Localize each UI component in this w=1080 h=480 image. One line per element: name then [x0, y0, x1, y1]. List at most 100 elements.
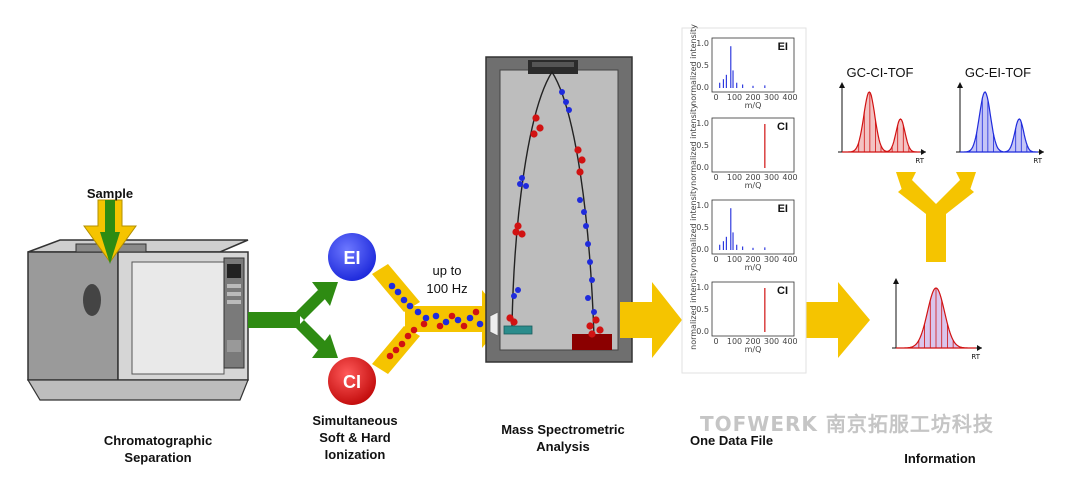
blue-ion-dot — [519, 175, 525, 181]
spectrum-xtick-label: 100 — [727, 173, 742, 182]
gc-ei-tof-title: GC-EI-TOF — [965, 65, 1031, 80]
chromatogram-combined: RT — [892, 278, 982, 361]
gc-ci-tof-title: GC-CI-TOF — [847, 65, 914, 80]
caption-chromatographic-line1: Chromatographic — [103, 433, 213, 448]
blue-ion-dot — [523, 183, 529, 189]
spectrum-xtick-label: 300 — [764, 337, 779, 346]
spectrum-mode-label: EI — [778, 41, 788, 53]
ei-source: EI — [328, 233, 376, 281]
blue-ion-dot — [414, 308, 422, 316]
spectrum-mode-label: CI — [777, 285, 788, 297]
caption-data-file: One Data File — [690, 432, 800, 449]
processing-arrow — [806, 282, 870, 358]
red-ion-dot — [510, 318, 518, 326]
chrom-x-arrowhead — [921, 149, 926, 155]
spectrum-mode-label: EI — [778, 203, 788, 215]
sample-arrow — [83, 199, 137, 264]
spectrum-ytick-label: 1.0 — [696, 39, 709, 48]
spectrum-ylabel: normalized intensity — [689, 104, 698, 186]
caption-mass-spec-line1: Mass Spectrometric — [501, 422, 625, 437]
spectrum-ylabel: normalized intensity — [689, 24, 698, 106]
split-arrow — [248, 282, 338, 358]
red-ion-dot — [530, 130, 538, 138]
ci-source: CI — [328, 357, 376, 405]
chrom-rt-label: RT — [915, 157, 924, 165]
red-ion-dot — [460, 322, 468, 330]
watermark: TOFWERK 南京拓服工坊科技 — [700, 412, 994, 436]
red-ion-dot — [512, 228, 520, 236]
red-ion-dot — [532, 114, 540, 122]
spectrum-mode-label: CI — [777, 121, 788, 133]
red-ion-dot — [472, 308, 480, 316]
spectrum-ytick-label: 0.0 — [696, 163, 709, 172]
red-ion-dot — [592, 316, 600, 324]
chrom-y-arrowhead — [893, 278, 899, 284]
spectrum-ytick-label: 0.0 — [696, 327, 709, 336]
spectrum-xlabel: m/Q — [745, 181, 762, 190]
ei-label: EI — [343, 248, 360, 268]
blue-ion-dot — [454, 316, 462, 324]
caption-mass-spec-line2: Analysis — [536, 439, 590, 454]
spectrum-frame — [711, 117, 795, 173]
chrom-curve — [960, 91, 1038, 153]
caption-information: Information — [880, 450, 1000, 467]
chromatogram-ci: RT — [838, 82, 926, 165]
spectrum-xtick-label: 200 — [745, 173, 760, 182]
spectrum-ytick-label: 1.0 — [696, 119, 709, 128]
ms-output-arrow — [620, 282, 682, 358]
red-ion-dot — [518, 230, 526, 238]
spectrum-xtick-label: 300 — [764, 93, 779, 102]
chrom-x-arrowhead — [977, 345, 982, 351]
spectrum-xlabel: m/Q — [745, 345, 762, 354]
spectrum-ylabel: normalized intensity — [689, 186, 698, 268]
caption-ionization-line3: Ionization — [324, 447, 386, 462]
spectrum-xtick-label: 400 — [782, 337, 797, 346]
blue-ion-dot — [394, 288, 402, 296]
blue-ion-dot — [515, 287, 521, 293]
spectrum-xtick-label: 100 — [727, 93, 742, 102]
caption-information-line2: Information — [904, 451, 976, 466]
mass-spectrometer — [485, 56, 633, 363]
red-ion-dot — [514, 222, 522, 230]
spectrum-ytick-label: 1.0 — [696, 283, 709, 292]
blue-ion-dot — [589, 277, 595, 283]
spectrum-frame — [711, 281, 795, 337]
blue-ion-dot — [577, 197, 583, 203]
blue-ion-dot — [587, 259, 593, 265]
red-ion-dot — [386, 352, 394, 360]
spectrum-frame — [711, 199, 795, 255]
red-ion-dot — [420, 320, 428, 328]
spectrum-xtick-label: 0 — [713, 337, 718, 346]
blue-ion-dot — [591, 309, 597, 315]
red-ion-dot — [586, 322, 594, 330]
blue-ion-dot — [583, 223, 589, 229]
red-ion-dot — [404, 332, 412, 340]
red-ion-dot — [576, 168, 584, 176]
spectrum-ytick-label: 0.5 — [696, 223, 709, 232]
blue-ion-dot — [511, 293, 517, 299]
spectrum-xtick-label: 400 — [782, 173, 797, 182]
spectrum-xtick-label: 200 — [745, 337, 760, 346]
red-ion-dot — [392, 346, 400, 354]
chrom-rt-label: RT — [971, 353, 980, 361]
spectrum-xtick-label: 100 — [727, 255, 742, 264]
red-ion-dot — [436, 322, 444, 330]
blue-ion-dot — [466, 314, 474, 322]
spectrum-ytick-label: 0.0 — [696, 245, 709, 254]
spectrum-xlabel: m/Q — [745, 263, 762, 272]
ion-trajectories — [506, 89, 604, 338]
spectrum-ytick-label: 1.0 — [696, 201, 709, 210]
caption-data-file-line1: One Data File — [690, 433, 774, 448]
spectrum-xtick-label: 0 — [713, 173, 718, 182]
blue-ion-dot — [432, 312, 440, 320]
rate-label-line1: up to — [433, 263, 462, 278]
spectrum-xtick-label: 200 — [745, 93, 760, 102]
blue-ion-dot — [406, 302, 414, 310]
ci-label: CI — [343, 372, 361, 392]
spectrum-xlabel: m/Q — [745, 101, 762, 110]
